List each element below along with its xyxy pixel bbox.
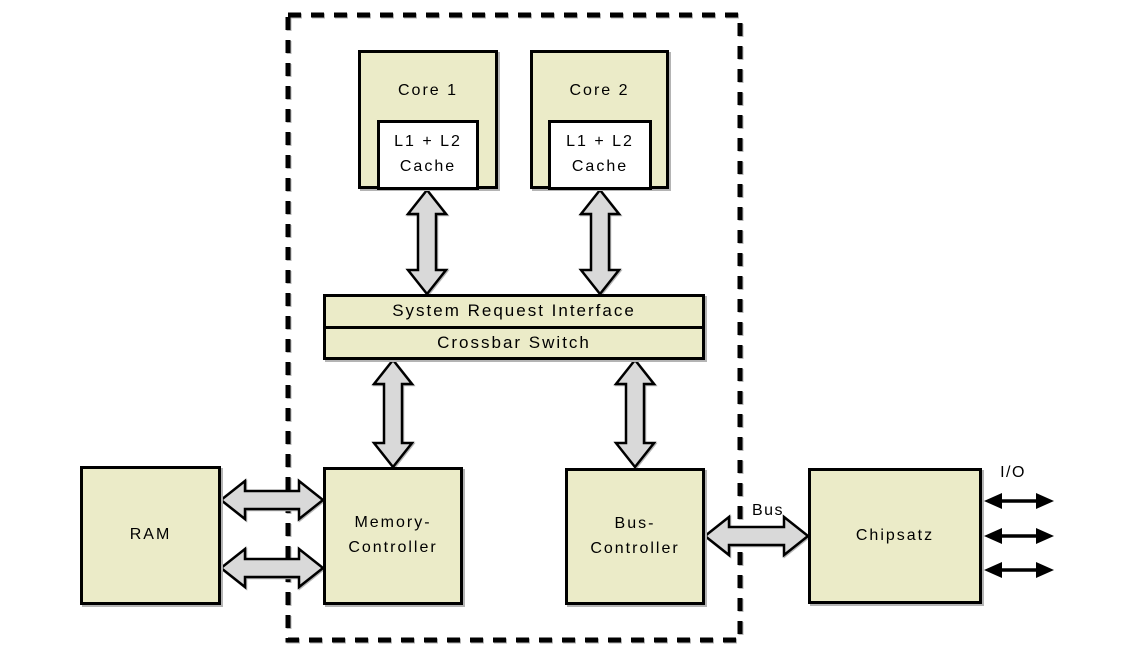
core1-label: Core 1	[397, 82, 459, 99]
cpu-die-dashed-boundary	[285, 12, 743, 643]
core2-label: Core 2	[569, 82, 630, 99]
io-label: I/O	[1000, 464, 1026, 481]
ram-label: RAM	[129, 526, 172, 544]
interface-bars: System Request Interface Crossbar Switch	[323, 294, 705, 360]
io-arrow-1	[984, 493, 1054, 509]
core2-cache-box: L1 + L2 Cache	[548, 120, 652, 190]
memory-controller-label-line1: Memory-	[354, 514, 432, 532]
system-request-interface-bar: System Request Interface	[326, 297, 702, 329]
chipset-box: Chipsatz	[808, 468, 982, 604]
memory-controller-box: Memory- Controller	[323, 467, 463, 605]
io-arrow-2	[984, 528, 1054, 544]
ram-box: RAM	[80, 466, 221, 605]
core1-sri-arrow	[405, 187, 449, 297]
core2-sri-arrow	[578, 187, 622, 297]
ram-memory-controller-arrow-top	[218, 478, 326, 522]
bus-controller-label-line1: Bus-	[614, 514, 656, 532]
core1-cache-label-line1: L1 + L2	[394, 133, 462, 151]
crossbar-bus-controller-arrow	[613, 357, 657, 470]
crossbar-switch-bar: Crossbar Switch	[326, 329, 702, 358]
bus-controller-box: Bus- Controller	[565, 468, 705, 605]
crossbar-switch-label: Crossbar Switch	[437, 332, 591, 352]
core1-cache-box: L1 + L2 Cache	[377, 120, 479, 190]
core2-cache-label-line1: L1 + L2	[566, 133, 634, 151]
io-arrow-3	[984, 562, 1054, 578]
crossbar-memory-controller-arrow	[371, 357, 415, 470]
bus-label: Bus	[751, 502, 785, 519]
chipset-label: Chipsatz	[855, 526, 935, 544]
ram-memory-controller-arrow-bottom	[218, 546, 326, 590]
bus-controller-label-line2: Controller	[590, 539, 680, 557]
system-request-interface-label: System Request Interface	[392, 301, 636, 321]
core1-cache-label-line2: Cache	[399, 158, 457, 175]
memory-controller-label-line2: Controller	[348, 539, 438, 556]
core2-cache-label-line2: Cache	[571, 158, 629, 175]
bus-controller-chipset-arrow	[702, 514, 811, 558]
